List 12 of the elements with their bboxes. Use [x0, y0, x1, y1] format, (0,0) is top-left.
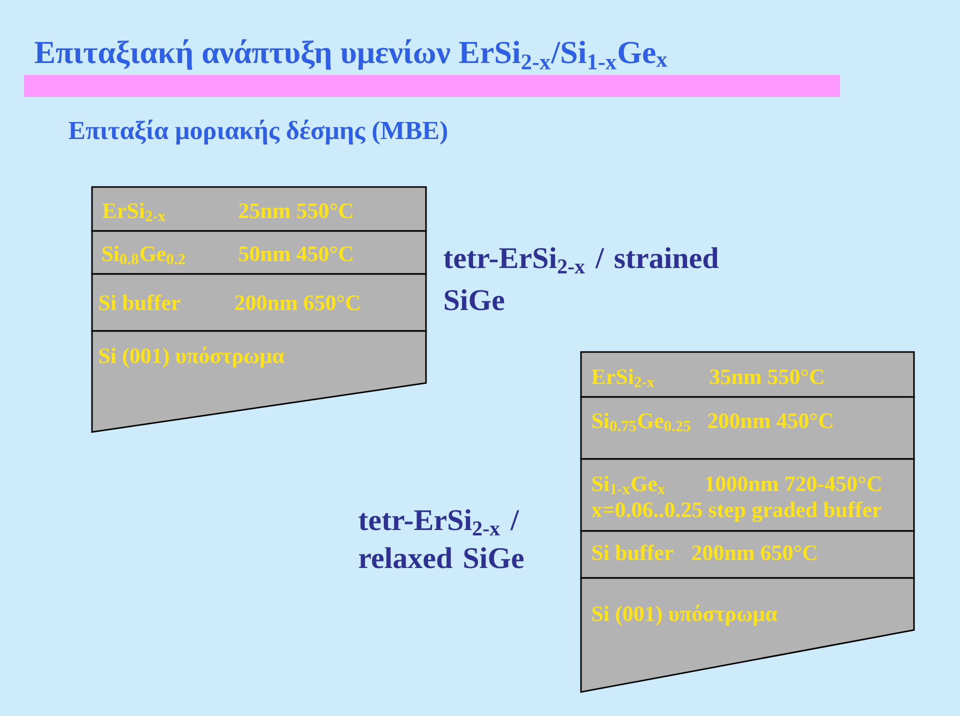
- structure-label: tetr-ErSi$_{2-x}$ / relaxed SiGe: [358, 509, 524, 568]
- layer-box: Si buffer 200nm 650°C: [580, 530, 915, 579]
- layer-box: Si (001) υπόστρωμα: [91, 330, 427, 433]
- title: Επιταξιακή ανάπτυξη υμενίων ErSi$_{2-x}$/Si$_{1-x}$Ge$_{x}$: [24, 39, 840, 97]
- layer-box: Si$_{0.75}$Ge$_{0.25}$ 200nm 450°C: [580, 396, 915, 460]
- layer-box: Si$_{0.8}$Ge$_{0.2}$ 50nm 450°C: [91, 230, 427, 275]
- subtitle: Επιταξία μοριακής δέσμης (MBE): [68, 120, 448, 145]
- structure-label: tetr-ErSi$_{2-x}$ / strained SiGe: [444, 247, 719, 310]
- layer-box: Si buffer 200nm 650°C: [91, 273, 427, 332]
- layer-box: ErSi$_{2-x}$ 35nm 550°C: [580, 351, 915, 398]
- layer-box: Si$_{1-x}$Ge$_{x}$ 1000nm 720-450°C x=0.06..0.25 step graded buffer: [580, 458, 915, 532]
- layer-box: ErSi$_{2-x}$ 25nm 550°C: [91, 186, 427, 232]
